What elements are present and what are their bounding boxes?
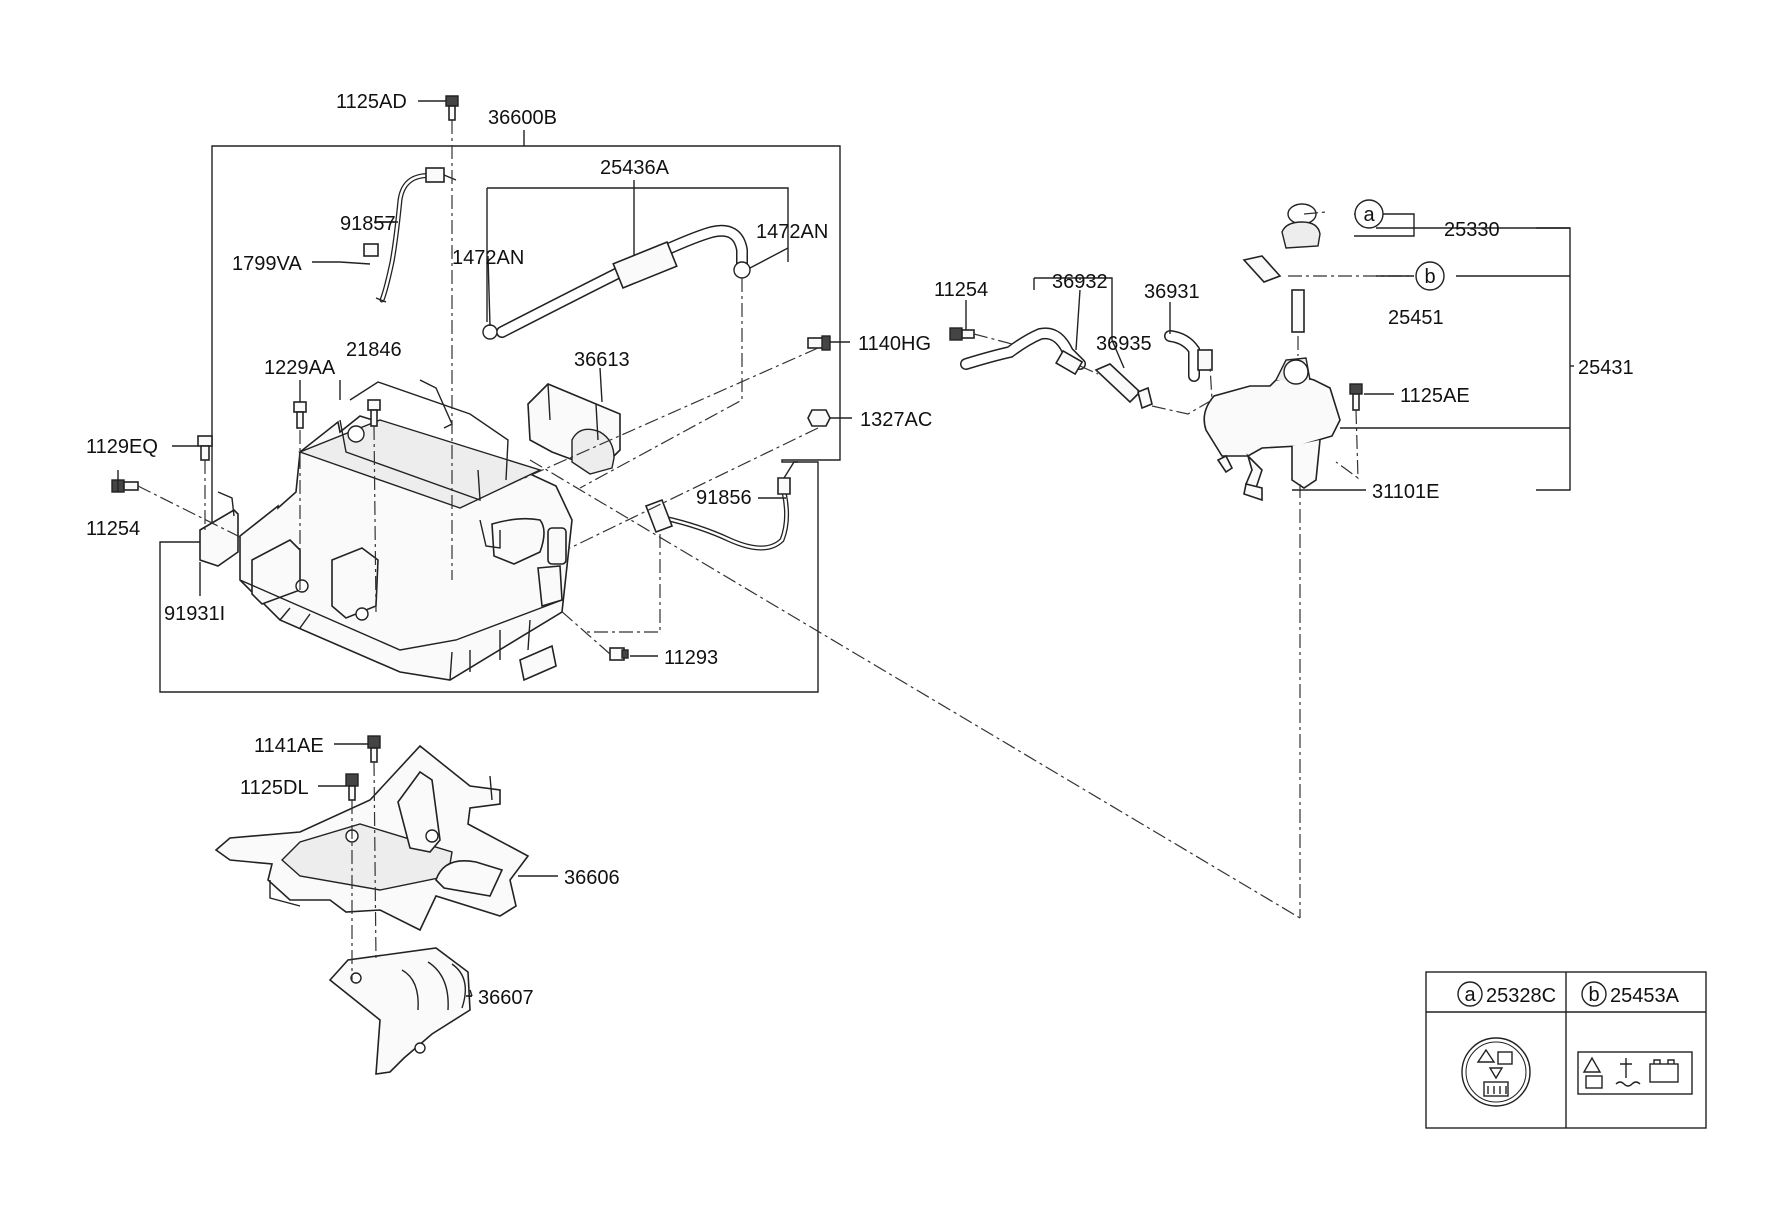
sensor-25451 bbox=[1291, 289, 1305, 333]
label-91856: 91856 bbox=[696, 487, 752, 509]
bolt-1229aa bbox=[293, 401, 307, 429]
marker-b: b bbox=[1415, 261, 1445, 291]
label-1141ae: 1141AE bbox=[254, 735, 324, 757]
bolt-1125ae bbox=[1349, 383, 1363, 411]
cable-91856 bbox=[644, 461, 798, 551]
label-36935: 36935 bbox=[1096, 333, 1152, 355]
reservoir-warning-label-icon bbox=[1577, 1051, 1693, 1095]
hose-36931 bbox=[1164, 330, 1213, 382]
bolt-11254-left bbox=[111, 479, 139, 493]
bolt-1140hg bbox=[807, 335, 831, 351]
label-31101e: 31101E bbox=[1372, 481, 1439, 503]
label-1327ac: 1327AC bbox=[860, 409, 932, 431]
label-strip-25453a bbox=[1242, 255, 1282, 283]
label-36613: 36613 bbox=[574, 349, 630, 371]
label-1799va: 1799VA bbox=[232, 253, 302, 275]
marker-a-text: a bbox=[1363, 204, 1375, 226]
bolt-1125dl bbox=[345, 773, 359, 801]
reservoir-25431 bbox=[1203, 357, 1341, 502]
cap-25330 bbox=[1281, 203, 1321, 249]
inverter-unit bbox=[239, 379, 573, 682]
label-21846: 21846 bbox=[346, 339, 402, 361]
inverter-assembly-box bbox=[159, 130, 841, 693]
label-11254-left: 11254 bbox=[86, 518, 140, 540]
label-1125ae: 1125AE bbox=[1400, 385, 1470, 407]
bracket-91931i bbox=[199, 491, 239, 567]
cable-91857 bbox=[339, 167, 457, 303]
label-1129eq: 1129EQ bbox=[86, 436, 158, 458]
label-1140hg: 1140HG bbox=[858, 333, 931, 355]
legend-a-part: 25328C bbox=[1486, 985, 1556, 1007]
label-36931: 36931 bbox=[1144, 281, 1200, 303]
bracket-36607 bbox=[328, 947, 471, 1075]
mounting-bracket-36606 bbox=[214, 744, 530, 932]
label-25431: 25431 bbox=[1578, 357, 1634, 379]
label-1229aa: 1229AA bbox=[264, 357, 336, 379]
part-labels: 1125AD 36600B 25436A 91857 1799VA 1472AN… bbox=[86, 91, 1634, 1009]
legend-a-marker: a bbox=[1464, 984, 1476, 1006]
label-25330: 25330 bbox=[1444, 219, 1500, 241]
label-25451: 25451 bbox=[1388, 307, 1444, 329]
legend-box: a 25328C b 25453A bbox=[1425, 971, 1707, 1129]
label-36606: 36606 bbox=[564, 867, 620, 889]
label-1472an-left: 1472AN bbox=[452, 247, 524, 269]
clamp-1472an-right bbox=[733, 261, 751, 279]
leader-dashes bbox=[137, 120, 1414, 980]
hose-25436a bbox=[482, 180, 789, 340]
cap-warning-label-icon bbox=[1461, 1037, 1531, 1107]
label-91857: 91857 bbox=[340, 213, 396, 235]
label-11254-mid: 11254 bbox=[934, 279, 988, 301]
bolt-11293 bbox=[609, 647, 629, 661]
label-36932: 36932 bbox=[1052, 271, 1108, 293]
label-36600b: 36600B bbox=[488, 107, 557, 129]
bracket-36613 bbox=[527, 383, 621, 475]
hose-36932 bbox=[960, 327, 1086, 376]
legend-item-b: b 25453A bbox=[1577, 981, 1693, 1095]
legend-b-part: 25453A bbox=[1610, 985, 1680, 1007]
label-91931i: 91931I bbox=[164, 603, 225, 625]
label-1472an-right: 1472AN bbox=[756, 221, 828, 243]
bolt-11254-mid bbox=[949, 327, 975, 341]
marker-b-text: b bbox=[1424, 266, 1435, 288]
label-11293: 11293 bbox=[664, 647, 718, 669]
clamp-1472an-left bbox=[482, 324, 498, 340]
connector-36935 bbox=[1094, 363, 1153, 410]
label-1125dl: 1125DL bbox=[240, 777, 309, 799]
nut-1327ac bbox=[807, 409, 831, 427]
leader-lines bbox=[117, 100, 1574, 997]
legend-item-a: a 25328C bbox=[1457, 981, 1556, 1107]
bolt-1129eq bbox=[197, 435, 213, 461]
marker-a: a bbox=[1354, 199, 1384, 229]
legend-b-marker: b bbox=[1588, 984, 1599, 1006]
label-36607: 36607 bbox=[478, 987, 534, 1009]
label-25436a: 25436A bbox=[600, 157, 670, 179]
label-1125ad: 1125AD bbox=[336, 91, 407, 113]
bolt-1141ae bbox=[367, 735, 381, 763]
bolt-1125ad bbox=[445, 95, 459, 121]
